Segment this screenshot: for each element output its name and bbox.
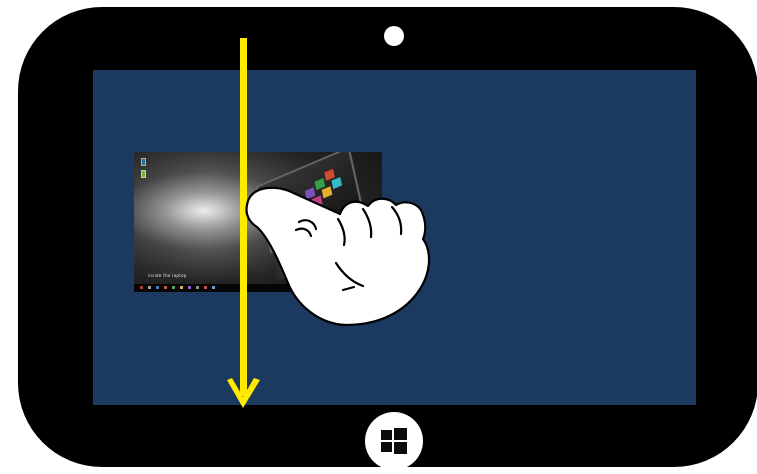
taskbar-icon [196,286,199,289]
thumbnail-caption: inside the laptop [148,273,187,278]
taskbar-icon [148,286,151,289]
windows-logo-icon [394,442,407,454]
taskbar-icon [212,286,215,289]
app-thumbnail[interactable]: inside the laptop [134,152,382,292]
tile-icon [322,186,333,198]
windows-logo-icon [381,430,392,440]
windows-button[interactable] [365,412,423,470]
taskbar-icon [172,286,175,289]
taskbar-icon [156,286,159,289]
taskbar-icon [140,286,143,289]
windows-logo-icon [381,442,392,452]
taskbar-icon [164,286,167,289]
desktop-icon [141,158,146,166]
taskbar [134,284,382,292]
windows-logo-icon [394,428,407,440]
desktop-icon [141,170,146,178]
tablet-screen: inside the laptop [93,70,696,405]
taskbar-icon [188,286,191,289]
camera-icon [384,26,404,46]
taskbar-icon [204,286,207,289]
tile-icon [331,177,342,189]
taskbar-icon [180,286,183,289]
tile-icon [302,205,313,217]
tile-icon [312,195,323,207]
